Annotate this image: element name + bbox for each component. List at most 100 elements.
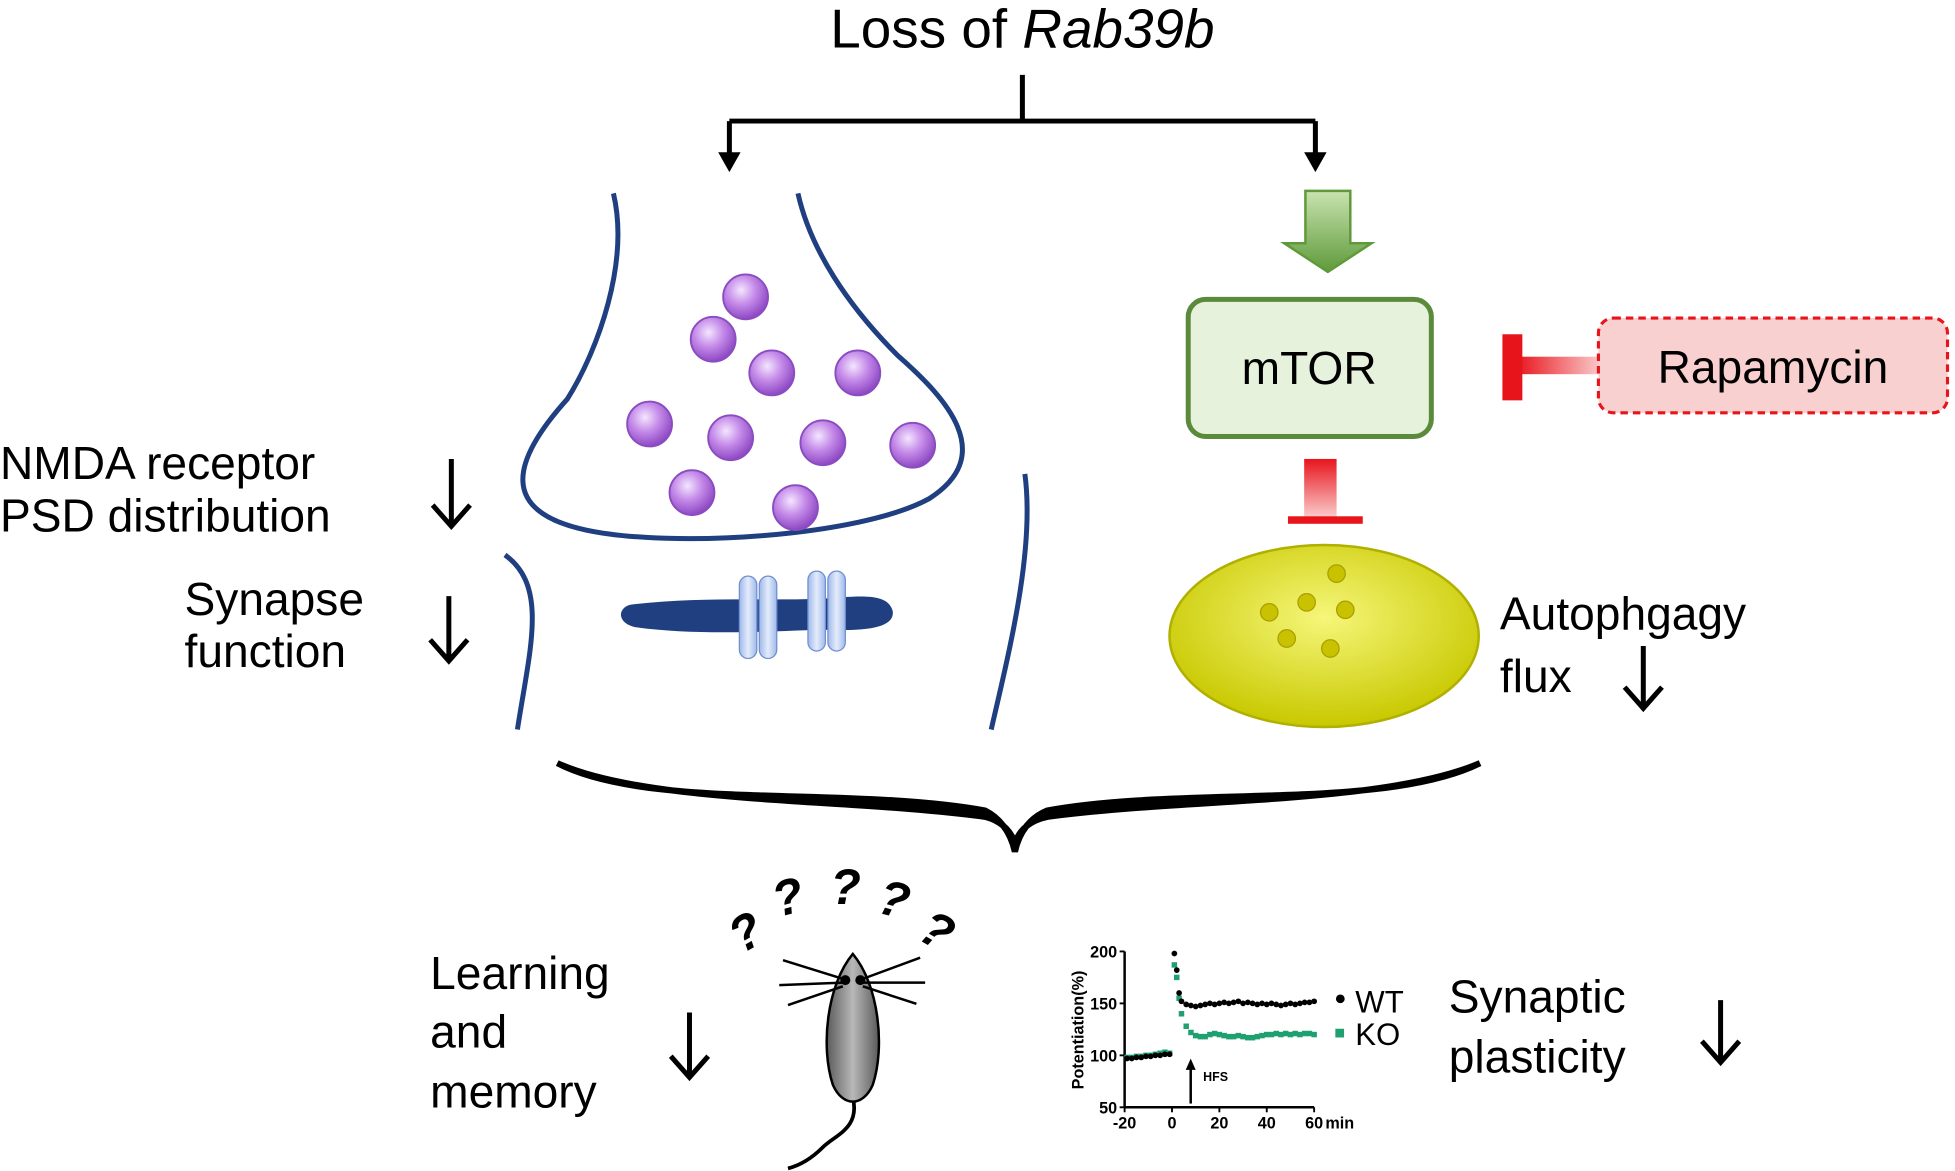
data-point-ko	[1226, 1033, 1232, 1040]
data-point-wt	[1128, 1055, 1135, 1062]
curly-brace	[555, 760, 1482, 853]
data-point-ko	[1278, 1031, 1284, 1038]
data-point-wt	[1147, 1053, 1154, 1060]
data-point-wt	[1188, 1002, 1194, 1009]
inhibition-symbol-rapamycin	[1502, 334, 1604, 401]
data-point-ko	[1306, 1030, 1313, 1037]
data-point-wt	[1297, 1000, 1303, 1007]
data-point-ko	[1273, 1030, 1279, 1037]
svg-text:?: ?	[830, 859, 860, 915]
arrowhead-left	[718, 152, 741, 173]
data-point-ko	[1245, 1034, 1251, 1041]
nmda-receptor	[807, 570, 846, 652]
hfs-label: HFS	[1203, 1070, 1228, 1084]
data-point-ko	[1216, 1031, 1223, 1038]
data-point-wt	[1240, 1000, 1246, 1007]
synapse-label-line1: Synapse	[185, 573, 365, 625]
inhibition-symbol-mtor	[1287, 458, 1363, 524]
data-point-ko	[1282, 1030, 1289, 1037]
data-point-ko	[1254, 1033, 1261, 1040]
data-point-ko	[1183, 1023, 1189, 1029]
legend-label-wt: WT	[1355, 985, 1403, 1020]
mtor-label: mTOR	[1242, 342, 1377, 394]
data-point-wt	[1306, 999, 1313, 1006]
data-point-wt	[1207, 1000, 1213, 1007]
data-point-wt	[1176, 990, 1182, 996]
svg-text:?: ?	[872, 868, 916, 930]
data-point-wt	[1133, 1054, 1140, 1061]
data-point-wt	[1166, 1051, 1173, 1058]
y-tick-label: 200	[1090, 944, 1117, 962]
data-point-ko	[1173, 974, 1180, 981]
data-point-wt	[1230, 999, 1237, 1006]
data-point-wt	[1235, 998, 1242, 1005]
data-point-wt	[1171, 950, 1178, 957]
data-point-ko	[1176, 995, 1182, 1001]
plasticity-label-line1: Synaptic	[1449, 971, 1626, 1023]
data-point-ko	[1207, 1031, 1213, 1038]
legend-marker-ko	[1335, 1028, 1345, 1038]
data-point-ko	[1235, 1032, 1242, 1039]
data-point-ko	[1311, 1031, 1317, 1038]
nmda-label-line1: NMDA receptor	[0, 437, 315, 489]
synapse-label-line2: function	[185, 625, 347, 677]
down-arrow-icon	[430, 458, 472, 531]
hfs-arrowhead	[1185, 1058, 1196, 1070]
data-point-wt	[1143, 1053, 1149, 1060]
data-point-wt	[1278, 1002, 1284, 1009]
data-point-ko	[1240, 1033, 1246, 1040]
data-point-wt	[1268, 1000, 1275, 1007]
x-tick-label: 60	[1305, 1114, 1323, 1132]
data-point-ko	[1178, 1011, 1185, 1017]
question-marks: ? ? ? ? ?	[719, 859, 964, 964]
data-point-ko	[1192, 1032, 1199, 1039]
y-tick-label: 50	[1099, 1100, 1117, 1118]
x-axis-unit: min	[1325, 1114, 1354, 1132]
data-point-ko	[1259, 1032, 1265, 1039]
down-arrow-icon	[668, 1012, 711, 1082]
postsynaptic-spine	[503, 473, 1030, 731]
data-point-wt	[1157, 1052, 1164, 1059]
data-point-ko	[1292, 1030, 1298, 1037]
data-point-wt	[1211, 1001, 1218, 1008]
x-tick-label: 0	[1167, 1114, 1176, 1132]
data-point-wt	[1282, 1001, 1289, 1008]
data-point-wt	[1244, 999, 1251, 1006]
rapamycin-box	[1596, 316, 1950, 415]
data-point-wt	[1221, 999, 1227, 1006]
learning-label-line3: memory	[430, 1065, 597, 1117]
y-tick-label: 150	[1090, 996, 1117, 1014]
data-point-wt	[1162, 1051, 1168, 1058]
data-point-wt	[1152, 1052, 1159, 1059]
data-point-wt	[1263, 1001, 1270, 1008]
data-point-wt	[1301, 999, 1308, 1006]
data-point-ko	[1287, 1031, 1294, 1038]
data-point-ko	[1301, 1030, 1308, 1037]
x-tick-label: 20	[1210, 1114, 1228, 1132]
activation-arrow	[1280, 189, 1376, 274]
x-tick-label: 40	[1258, 1114, 1276, 1132]
data-point-wt	[1173, 967, 1180, 974]
learning-label-line2: and	[430, 1005, 507, 1057]
data-point-wt	[1254, 1001, 1261, 1008]
data-point-wt	[1287, 1000, 1294, 1007]
ltp-chart: Potentiation(%) min -20 0 20 40 60 200 150 100 5…	[1069, 944, 1403, 1133]
data-point-ko	[1171, 962, 1178, 968]
data-point-wt	[1311, 998, 1318, 1005]
data-point-ko	[1197, 1033, 1204, 1040]
data-point-wt	[1225, 1000, 1232, 1007]
y-tick-label: 100	[1090, 1048, 1117, 1066]
y-axis-label: Potentiation(%)	[1069, 971, 1087, 1090]
data-point-ko	[1221, 1032, 1227, 1039]
svg-text:?: ?	[719, 900, 773, 964]
down-arrow-icon	[428, 596, 470, 665]
data-point-wt	[1292, 1001, 1299, 1008]
data-point-wt	[1138, 1054, 1145, 1061]
title: Loss of Rab39b	[830, 0, 1214, 60]
autophagosome	[1168, 543, 1480, 729]
x-tick-label: -20	[1113, 1114, 1136, 1132]
data-point-ko	[1211, 1030, 1218, 1037]
data-point-ko	[1264, 1031, 1270, 1038]
